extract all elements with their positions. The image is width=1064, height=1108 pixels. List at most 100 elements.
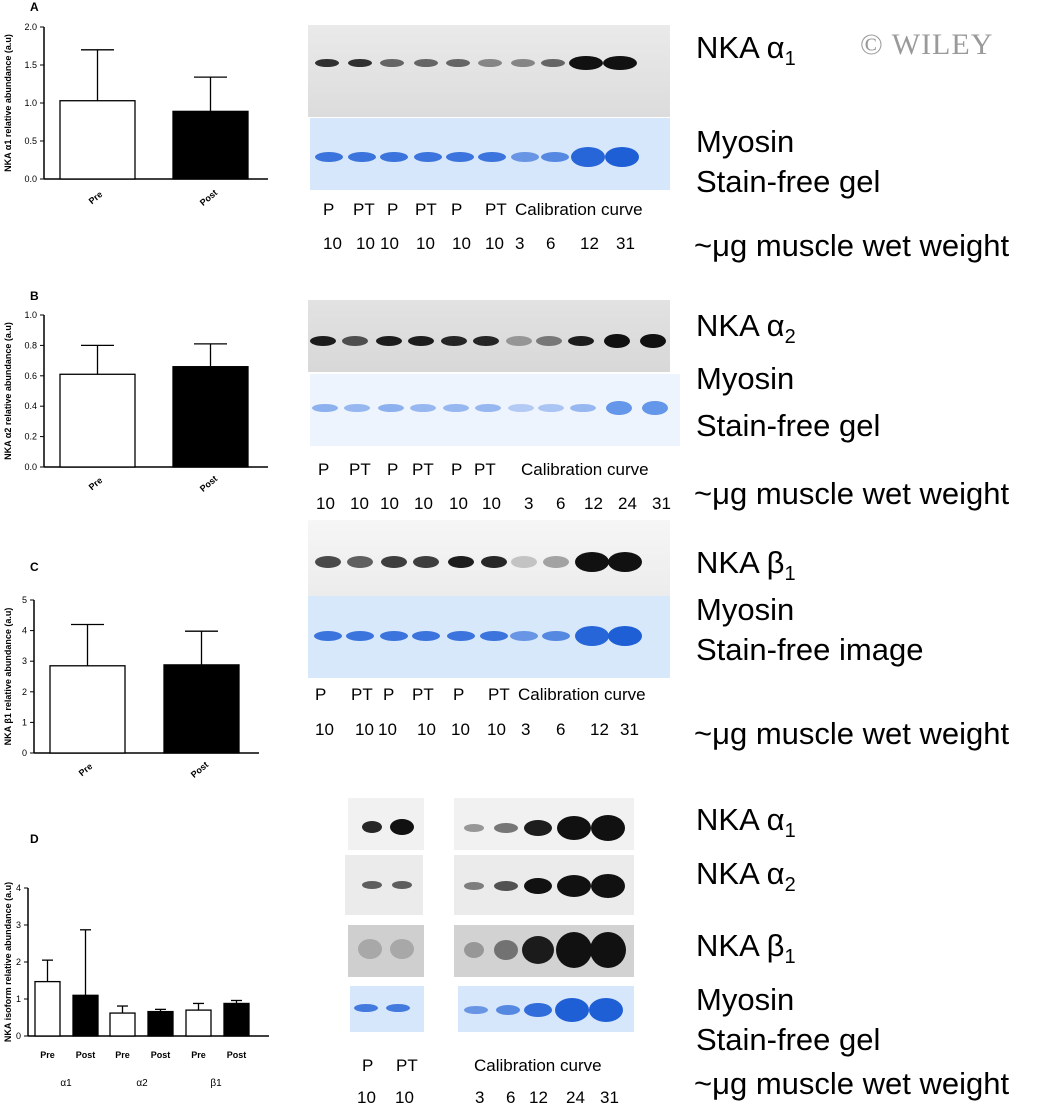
band	[347, 556, 373, 568]
band	[494, 881, 518, 891]
band	[605, 147, 639, 167]
band	[556, 932, 592, 968]
band	[511, 59, 535, 67]
band	[541, 152, 569, 162]
weight-value: 10	[378, 720, 397, 739]
weight-value: 10	[355, 720, 374, 739]
bar	[49, 665, 126, 754]
weight-value: 6	[506, 1088, 516, 1107]
weight-value: 10	[315, 720, 334, 739]
band	[315, 556, 341, 568]
band	[570, 404, 596, 412]
band	[640, 334, 666, 348]
band	[524, 820, 552, 836]
band	[591, 874, 625, 898]
weight-value: 10	[380, 494, 399, 513]
lane-label: Calibration curve	[518, 685, 646, 704]
panel-c-lane-labels: P PT P PT P PT Calibration curve	[0, 685, 700, 705]
band	[412, 631, 440, 641]
panel-b-lane-labels: P PT P PT P PT Calibration curve	[0, 460, 700, 480]
band	[386, 1004, 410, 1012]
bar	[163, 664, 240, 754]
y-tick-label: 3	[16, 920, 21, 930]
y-tick-label: 0.6	[24, 371, 37, 381]
band	[314, 631, 342, 641]
band	[390, 819, 414, 835]
lane-label: P	[315, 685, 327, 704]
weight-value: 10	[414, 494, 433, 513]
y-tick-label: 0	[16, 1031, 21, 1041]
wiley-watermark: © WILEY	[860, 28, 994, 61]
band	[604, 334, 630, 348]
panel-b-wet-weight-label: ~μg muscle wet weight	[694, 476, 1010, 511]
bar	[109, 1012, 136, 1037]
band	[464, 824, 484, 832]
band	[378, 404, 404, 412]
weight-value: 10	[451, 720, 470, 739]
band	[443, 404, 469, 412]
weight-value: 10	[482, 494, 501, 513]
panel-c-stain-free-gel	[308, 596, 670, 678]
band	[475, 404, 501, 412]
lane-label: PT	[488, 685, 510, 704]
band	[441, 336, 467, 346]
band	[589, 998, 623, 1022]
x-tick-label: Post	[76, 1050, 96, 1060]
band	[446, 152, 474, 162]
band	[380, 59, 404, 67]
band	[348, 59, 372, 67]
panel-c-stain-label: Stain-free image	[696, 632, 924, 667]
band	[557, 816, 591, 840]
band	[569, 56, 603, 70]
lane-label: PT	[485, 200, 507, 219]
panel-d-lane-labels: P PT Calibration curve	[0, 1056, 700, 1076]
bar	[172, 366, 249, 468]
weight-value: 12	[590, 720, 609, 739]
band	[524, 878, 552, 894]
panel-a-stain-label: Stain-free gel	[696, 164, 881, 199]
band	[542, 631, 570, 641]
y-tick-label: 4	[16, 883, 21, 893]
weight-value: 24	[618, 494, 637, 513]
weight-value: 10	[316, 494, 335, 513]
band	[522, 936, 554, 964]
panel-d-letter: D	[30, 832, 39, 846]
weight-value: 31	[600, 1088, 619, 1107]
y-tick-label: 1	[22, 717, 27, 727]
weight-value: 3	[475, 1088, 485, 1107]
y-tick-label: 0.2	[24, 432, 37, 442]
band	[496, 1005, 520, 1015]
panel-d-myosin-label: Myosin	[696, 982, 795, 1017]
y-axis-label: NKA α1 relative abundance (a.u)	[3, 34, 13, 172]
bar	[34, 980, 61, 1037]
band	[506, 336, 532, 346]
y-tick-label: 0.8	[24, 340, 37, 350]
lane-label: PT	[353, 200, 375, 219]
panel-d-protein2-label: NKA α2	[696, 856, 796, 897]
lane-label: P	[323, 200, 335, 219]
bar	[185, 1009, 212, 1037]
weight-value: 6	[546, 234, 556, 253]
weight-value: 10	[357, 1088, 376, 1107]
weight-value: 6	[556, 720, 566, 739]
weight-value: 3	[521, 720, 531, 739]
band	[606, 401, 632, 415]
band	[511, 152, 539, 162]
bar	[72, 994, 99, 1037]
band	[575, 626, 609, 646]
bar	[147, 1010, 174, 1037]
lane-label: P	[362, 1056, 374, 1075]
band	[603, 56, 637, 70]
band	[413, 556, 439, 568]
weight-value: 31	[652, 494, 671, 513]
lane-label: Calibration curve	[515, 200, 643, 219]
panel-a-stain-free-gel	[310, 118, 670, 190]
panel-a-protein-blot	[308, 25, 670, 117]
lane-label: P	[453, 685, 465, 704]
x-tick-label: Post	[189, 760, 210, 780]
band	[348, 152, 376, 162]
band	[380, 152, 408, 162]
